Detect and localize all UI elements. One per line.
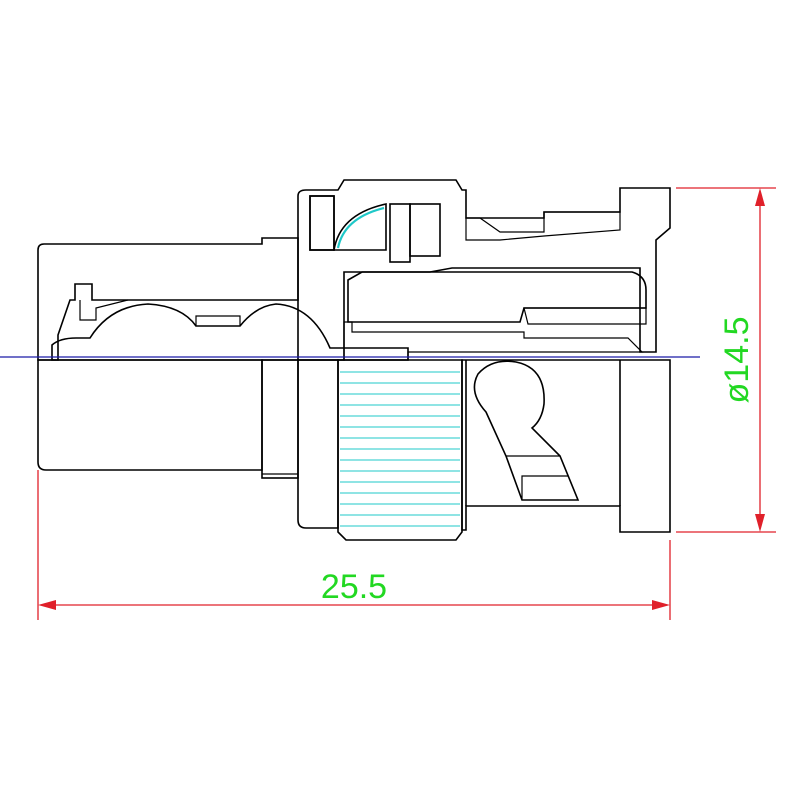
- shell-step-exterior: [297, 359, 339, 529]
- main-shell-section: [297, 179, 671, 361]
- length-arrow-right: [652, 600, 670, 610]
- length-dimension: 25.5: [37, 470, 671, 620]
- front-body-exterior: [461, 359, 671, 533]
- section-view: [37, 179, 671, 361]
- center-contact-tip: [523, 307, 647, 325]
- dielectric-insulator-section: [347, 271, 647, 323]
- diameter-dimension: ø14.5: [676, 187, 776, 533]
- diameter-arrow-top: [755, 188, 765, 206]
- knurled-coupling-nut: [337, 359, 463, 541]
- inner-channel: [79, 299, 241, 326]
- locking-ring-section: [309, 195, 441, 263]
- diameter-dimension-label: ø14.5: [718, 317, 756, 404]
- exterior-view: [37, 359, 671, 541]
- boot-neck-exterior: [261, 359, 299, 479]
- rear-boot-section: [37, 237, 299, 361]
- bayonet-sleeve-section: [465, 211, 621, 241]
- diameter-arrow-bottom: [755, 514, 765, 532]
- length-arrow-left: [38, 600, 56, 610]
- crimp-ferrule-section: [51, 303, 409, 361]
- center-contact-section: [343, 321, 644, 361]
- bayonet-slot: [473, 360, 580, 501]
- rear-boot-exterior: [37, 359, 263, 471]
- length-dimension-label: 25.5: [321, 568, 387, 606]
